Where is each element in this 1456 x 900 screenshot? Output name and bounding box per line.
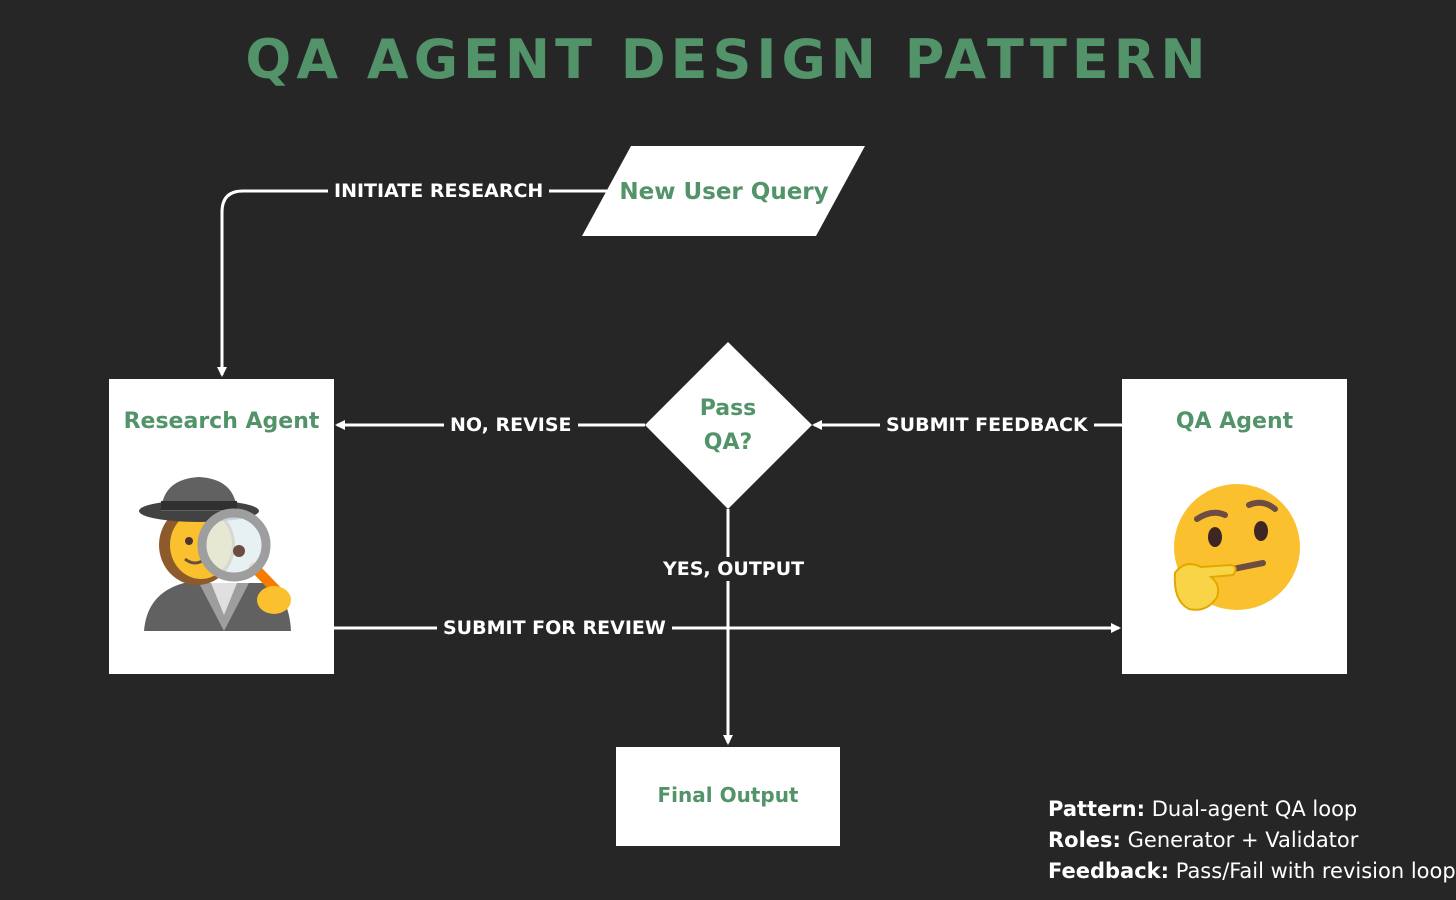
edge-label-yes-output: YES, OUTPUT (657, 557, 811, 581)
qa-agent-label: QA Agent (1175, 409, 1294, 434)
edge-label-submit-review: SUBMIT FOR REVIEW (437, 616, 672, 640)
final-output-node: Final Output (616, 747, 840, 846)
final-output-label: Final Output (657, 783, 799, 807)
note-roles: Roles: Generator + Validator (1048, 828, 1359, 852)
thinking-face-icon (1173, 484, 1300, 611)
pattern-notes: Pattern: Dual-agent QA loop Roles: Gener… (1048, 794, 1456, 887)
note-pattern: Pattern: Dual-agent QA loop (1048, 797, 1358, 821)
research-agent-node: Research Agent (109, 379, 334, 674)
decision-label-line2: QA? (704, 430, 753, 455)
edge-label-submit-feedback: SUBMIT FEEDBACK (880, 413, 1094, 437)
qa-agent-node: QA Agent (1122, 379, 1347, 674)
edge-label-initiate: INITIATE RESEARCH (328, 179, 550, 203)
detective-with-magnifier-icon (139, 477, 291, 631)
decision-node (645, 342, 812, 509)
decision-label-line1: Pass (700, 396, 757, 421)
note-feedback: Feedback: Pass/Fail with revision loop (1048, 859, 1456, 883)
edge-initiate-research (217, 189, 612, 377)
user-query-node (582, 146, 865, 236)
diagram-title: QA AGENT DESIGN PATTERN (245, 28, 1211, 91)
research-agent-label: Research Agent (123, 409, 320, 434)
edge-label-no-revise: NO, REVISE (444, 413, 578, 437)
user-query-label: New User Query (619, 179, 828, 205)
